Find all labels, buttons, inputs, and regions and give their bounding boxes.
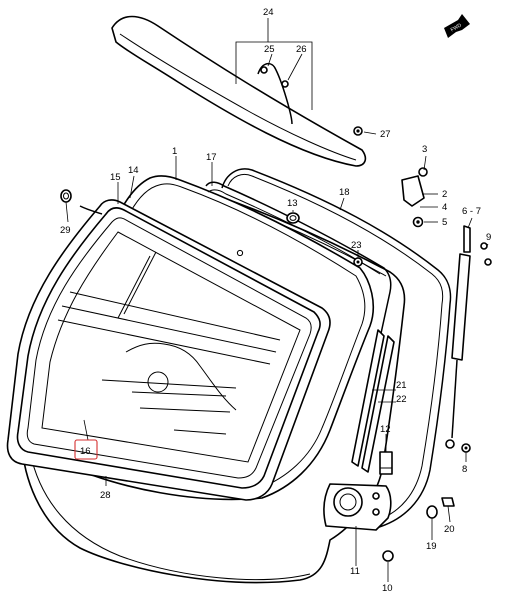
- callout-6-7: 6 - 7: [462, 206, 481, 217]
- callout-10: 10: [382, 583, 393, 594]
- callout-12: 12: [380, 424, 391, 435]
- callout-28: 28: [100, 490, 111, 501]
- grommet-part-23: [353, 257, 363, 267]
- callout-4: 4: [442, 202, 447, 213]
- callout-9: 9: [486, 232, 491, 243]
- callout-21: 21: [396, 380, 407, 391]
- callout-1: 1: [172, 146, 177, 157]
- leader-lines: [65, 18, 489, 582]
- callout-2: 2: [442, 189, 447, 200]
- bolt-part-27: [353, 126, 363, 136]
- callout-20: 20: [444, 524, 455, 535]
- callout-27: 27: [380, 129, 391, 140]
- cap-part-29: [60, 189, 72, 203]
- side-molding-part: [351, 329, 395, 473]
- door-seal-part: [221, 168, 452, 529]
- gas-strut-part: [445, 225, 492, 449]
- callout-16: 16: [80, 446, 91, 457]
- forward-arrow-icon: FWD: [444, 14, 470, 38]
- buffer-part-20: [441, 497, 455, 507]
- rear-glass-part: [41, 231, 301, 463]
- svg-text:FWD: FWD: [450, 22, 463, 33]
- callout-labels: 24 25 26 27 3 2 4 5 6 - 7 9 18 17 1 14 1…: [60, 7, 491, 594]
- grommet-part-13: [286, 212, 300, 224]
- highlight-box-16: [74, 439, 98, 460]
- callout-8: 8: [462, 464, 467, 475]
- callout-29: 29: [60, 225, 71, 236]
- bolt-part-8: [461, 443, 471, 453]
- callout-24: 24: [263, 7, 274, 18]
- upper-seal-part: [205, 181, 392, 339]
- buffer-part-19: [426, 505, 438, 519]
- callout-15: 15: [110, 172, 121, 183]
- callout-23: 23: [351, 240, 362, 251]
- striker-bracket-part: [401, 167, 428, 228]
- callout-17: 17: [206, 152, 217, 163]
- connector-part-12: [379, 451, 393, 475]
- spoiler-part: [111, 15, 367, 167]
- callout-18: 18: [339, 187, 350, 198]
- washer-hose-part: [257, 62, 293, 125]
- callout-11: 11: [350, 566, 360, 577]
- callout-22: 22: [396, 394, 407, 405]
- callout-25: 25: [264, 44, 275, 55]
- callout-5: 5: [442, 217, 447, 228]
- callout-26: 26: [296, 44, 307, 55]
- callout-3: 3: [422, 144, 427, 155]
- callout-19: 19: [426, 541, 437, 552]
- callout-13: 13: [287, 198, 298, 209]
- callout-14: 14: [128, 165, 139, 176]
- lock-plate-part: [323, 483, 392, 531]
- cap-part-10: [382, 550, 394, 562]
